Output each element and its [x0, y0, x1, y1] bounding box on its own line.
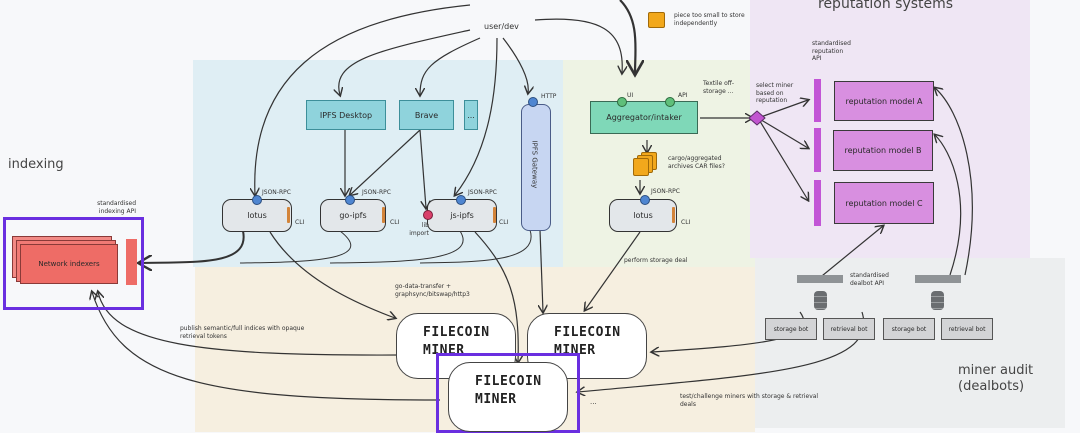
- retrieval-bot[interactable]: retrieval bot: [941, 318, 993, 340]
- audit-zone: [755, 258, 1065, 428]
- cli-bar: [287, 207, 290, 223]
- reputation-title: reputation systems: [818, 0, 954, 12]
- archives-label: cargo/aggregated archives CAR files?: [668, 155, 725, 170]
- select-note: select miner based on reputation: [756, 82, 794, 104]
- selector-diamond: [748, 110, 766, 126]
- indexers-highlight: [3, 217, 144, 310]
- gateway-port-label: HTTP: [541, 93, 557, 100]
- archive-stack-icon: [633, 152, 657, 176]
- dealbot-api-label: standardised dealbot API: [850, 272, 889, 287]
- cli-bar: [672, 207, 675, 223]
- indexing-api-label: standardised indexing API: [97, 200, 136, 215]
- cli-label: CLI: [295, 219, 305, 226]
- ui-port-dot: [617, 97, 627, 107]
- rpc-port-dot: [640, 195, 650, 205]
- rep-api-bar: [814, 180, 821, 226]
- aggregator-zone: [563, 60, 763, 267]
- lib-import-label: lib import: [409, 222, 429, 237]
- cli-bar: [493, 207, 496, 223]
- aggregator-box[interactable]: Aggregator/intaker: [590, 101, 698, 134]
- ipfs-zone: [193, 60, 563, 267]
- legend-swatch: [648, 12, 665, 28]
- transfer-note: go-data-transfer + graphsync/bitswap/htt…: [395, 283, 470, 298]
- rpc-label: JSON-RPC: [651, 188, 680, 195]
- publish-note: publish semantic/full indices with opaqu…: [180, 325, 305, 340]
- reputation-model-a[interactable]: reputation model A: [834, 81, 934, 121]
- rpc-label: JSON-RPC: [262, 189, 291, 196]
- ui-port-label: UI: [627, 92, 634, 99]
- cli-label: CLI: [681, 219, 691, 226]
- cli-label: CLI: [390, 219, 400, 226]
- deal-note: perform storage deal: [624, 257, 688, 264]
- rpc-port-dot: [456, 195, 466, 205]
- user-label: user/dev: [484, 22, 519, 31]
- reputation-model-c[interactable]: reputation model C: [834, 182, 934, 224]
- rep-api-bar: [814, 128, 821, 172]
- rpc-label: JSON-RPC: [468, 189, 497, 196]
- app-ipfs-desktop[interactable]: IPFS Desktop: [306, 100, 386, 130]
- filecoin-miner[interactable]: FILECOIN MINER: [448, 362, 568, 432]
- cli-bar: [382, 207, 385, 223]
- gateway-port-dot: [528, 97, 538, 107]
- lib-import-dot: [423, 210, 433, 220]
- rpc-port-dot: [252, 195, 262, 205]
- reputation-api-label: standardised reputation API: [812, 40, 851, 62]
- storage-bot[interactable]: storage bot: [883, 318, 935, 340]
- database-icon: [814, 291, 827, 310]
- rpc-port-dot: [345, 195, 355, 205]
- retrieval-bot[interactable]: retrieval bot: [823, 318, 875, 340]
- textile-note: Textile off-storage ...: [703, 80, 735, 95]
- node-go-ipfs[interactable]: go-ipfs: [320, 199, 386, 232]
- legend-text: piece too small to store independently: [674, 12, 745, 27]
- cli-label: CLI: [499, 219, 509, 226]
- gateway-label: IPFS Gateway: [530, 140, 539, 189]
- app-brave[interactable]: Brave: [399, 100, 454, 130]
- challenge-note: test/challenge miners with storage & ret…: [680, 393, 819, 408]
- dealbot-api-bar: [797, 275, 843, 283]
- database-icon: [931, 291, 944, 310]
- reputation-model-b[interactable]: reputation model B: [833, 130, 933, 171]
- rep-api-bar: [814, 79, 821, 122]
- api-port-dot: [665, 97, 675, 107]
- network-indexers: Network indexers: [20, 244, 118, 284]
- storage-bot[interactable]: storage bot: [765, 318, 817, 340]
- dealbot-api-bar: [915, 275, 961, 283]
- app-more[interactable]: ...: [464, 100, 478, 130]
- api-port-label: API: [678, 92, 688, 99]
- indexer-stack[interactable]: Network indexers: [12, 236, 122, 286]
- more-miners: ...: [590, 398, 597, 406]
- indexing-api-bar: [126, 239, 137, 285]
- rpc-label: JSON-RPC: [362, 189, 391, 196]
- ipfs-gateway[interactable]: [521, 104, 551, 231]
- miner-audit-title: miner audit (dealbots): [958, 363, 1034, 395]
- indexing-title: indexing: [8, 157, 64, 172]
